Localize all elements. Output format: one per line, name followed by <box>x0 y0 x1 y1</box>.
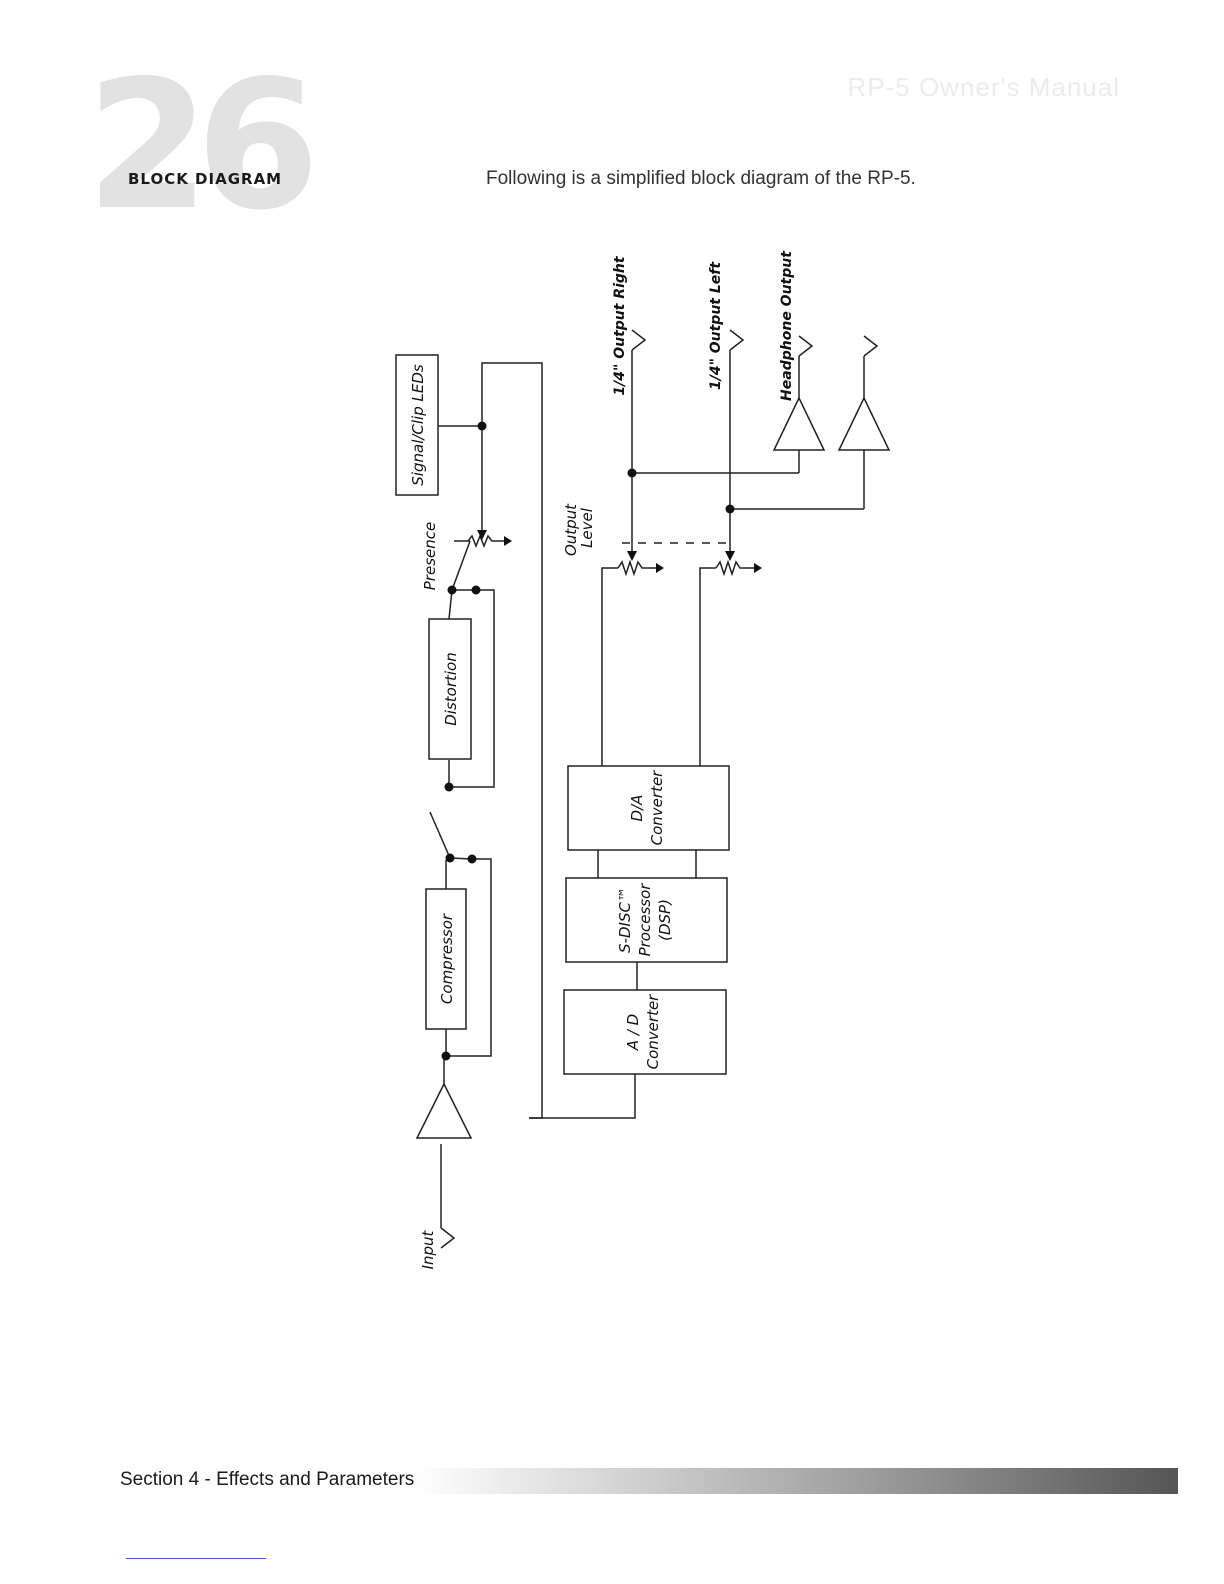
ad-label-line1: A / D <box>624 1014 642 1051</box>
ad-label-line2: Converter <box>644 994 662 1070</box>
output-left-label: 1/4" Output Left <box>708 261 724 390</box>
headphone-amp-2 <box>839 398 889 450</box>
input-label: Input <box>419 1229 437 1269</box>
output-right-jack <box>632 330 645 350</box>
distortion-label: Distortion <box>442 652 460 726</box>
da-label-line1: D/A <box>628 795 646 822</box>
input-jack <box>441 1228 454 1248</box>
output-right-label: 1/4" Output Right <box>612 255 628 395</box>
headphone-jack-1 <box>799 336 812 356</box>
footer-rule <box>126 1558 266 1559</box>
output-level-pot-right <box>618 562 656 574</box>
da-label-line2: Converter <box>648 770 666 846</box>
sdisc-label-line2: Processor <box>636 883 654 957</box>
sdisc-label-line3: (DSP) <box>656 899 674 941</box>
signal-clip-label: Signal/Clip LEDs <box>409 364 427 486</box>
output-level-label-line2: Level <box>578 507 596 548</box>
output-left-jack <box>730 330 743 350</box>
presence-label: Presence <box>421 522 439 590</box>
headphone-output-label: Headphone Output <box>779 250 795 401</box>
headphone-jack-2 <box>864 336 877 356</box>
presence-pot <box>468 536 504 546</box>
sdisc-label-line1: S-DISC™ <box>616 887 634 953</box>
compressor-label: Compressor <box>438 913 456 1004</box>
output-level-pot-left <box>716 562 754 574</box>
footer-section-text: Section 4 - Effects and Parameters <box>120 1469 414 1491</box>
input-amplifier <box>417 1084 471 1138</box>
headphone-amp-1 <box>774 398 824 450</box>
